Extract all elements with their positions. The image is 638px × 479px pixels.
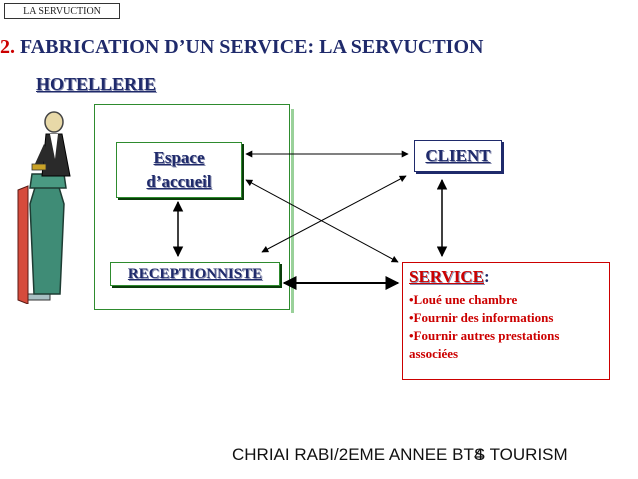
receptionist-figure-icon bbox=[17, 111, 71, 304]
title-number: 2. bbox=[0, 36, 15, 58]
slide-title: 2. FABRICATION D’UN SERVICE: LA SERVUCTI… bbox=[0, 36, 638, 59]
subtitle: HOTELLERIE bbox=[36, 74, 157, 94]
receptionniste-box: RECEPTIONNISTE bbox=[110, 262, 280, 286]
service-heading-text: SERVICE bbox=[409, 267, 484, 286]
client-box: CLIENT bbox=[414, 140, 502, 172]
espace-line2: d’accueil bbox=[146, 172, 212, 191]
service-item: •Loué une chambre bbox=[409, 292, 518, 307]
receptionniste-label: RECEPTIONNISTE bbox=[127, 266, 263, 282]
page-number: 4 bbox=[474, 445, 484, 464]
espace-line1: Espace bbox=[153, 148, 205, 167]
service-item: •Fournir autres prestations associées bbox=[409, 328, 560, 361]
espace-accueil-box: Espace d’accueil bbox=[116, 142, 242, 198]
arrow-recep-client bbox=[261, 175, 407, 253]
header-tag: LA SERVUCTION bbox=[4, 3, 120, 19]
service-item: •Fournir des informations bbox=[409, 310, 554, 325]
service-box: SERVICE: •Loué une chambre •Fournir des … bbox=[402, 262, 610, 380]
service-heading: SERVICE: bbox=[409, 267, 603, 287]
client-label: CLIENT bbox=[425, 146, 491, 165]
service-colon: : bbox=[483, 267, 490, 286]
footer-text: CHRIAI RABI/2EME ANNEE BTS TOURISM bbox=[232, 445, 568, 464]
title-text: FABRICATION D’UN SERVICE: LA SERVUCTION bbox=[20, 36, 484, 58]
